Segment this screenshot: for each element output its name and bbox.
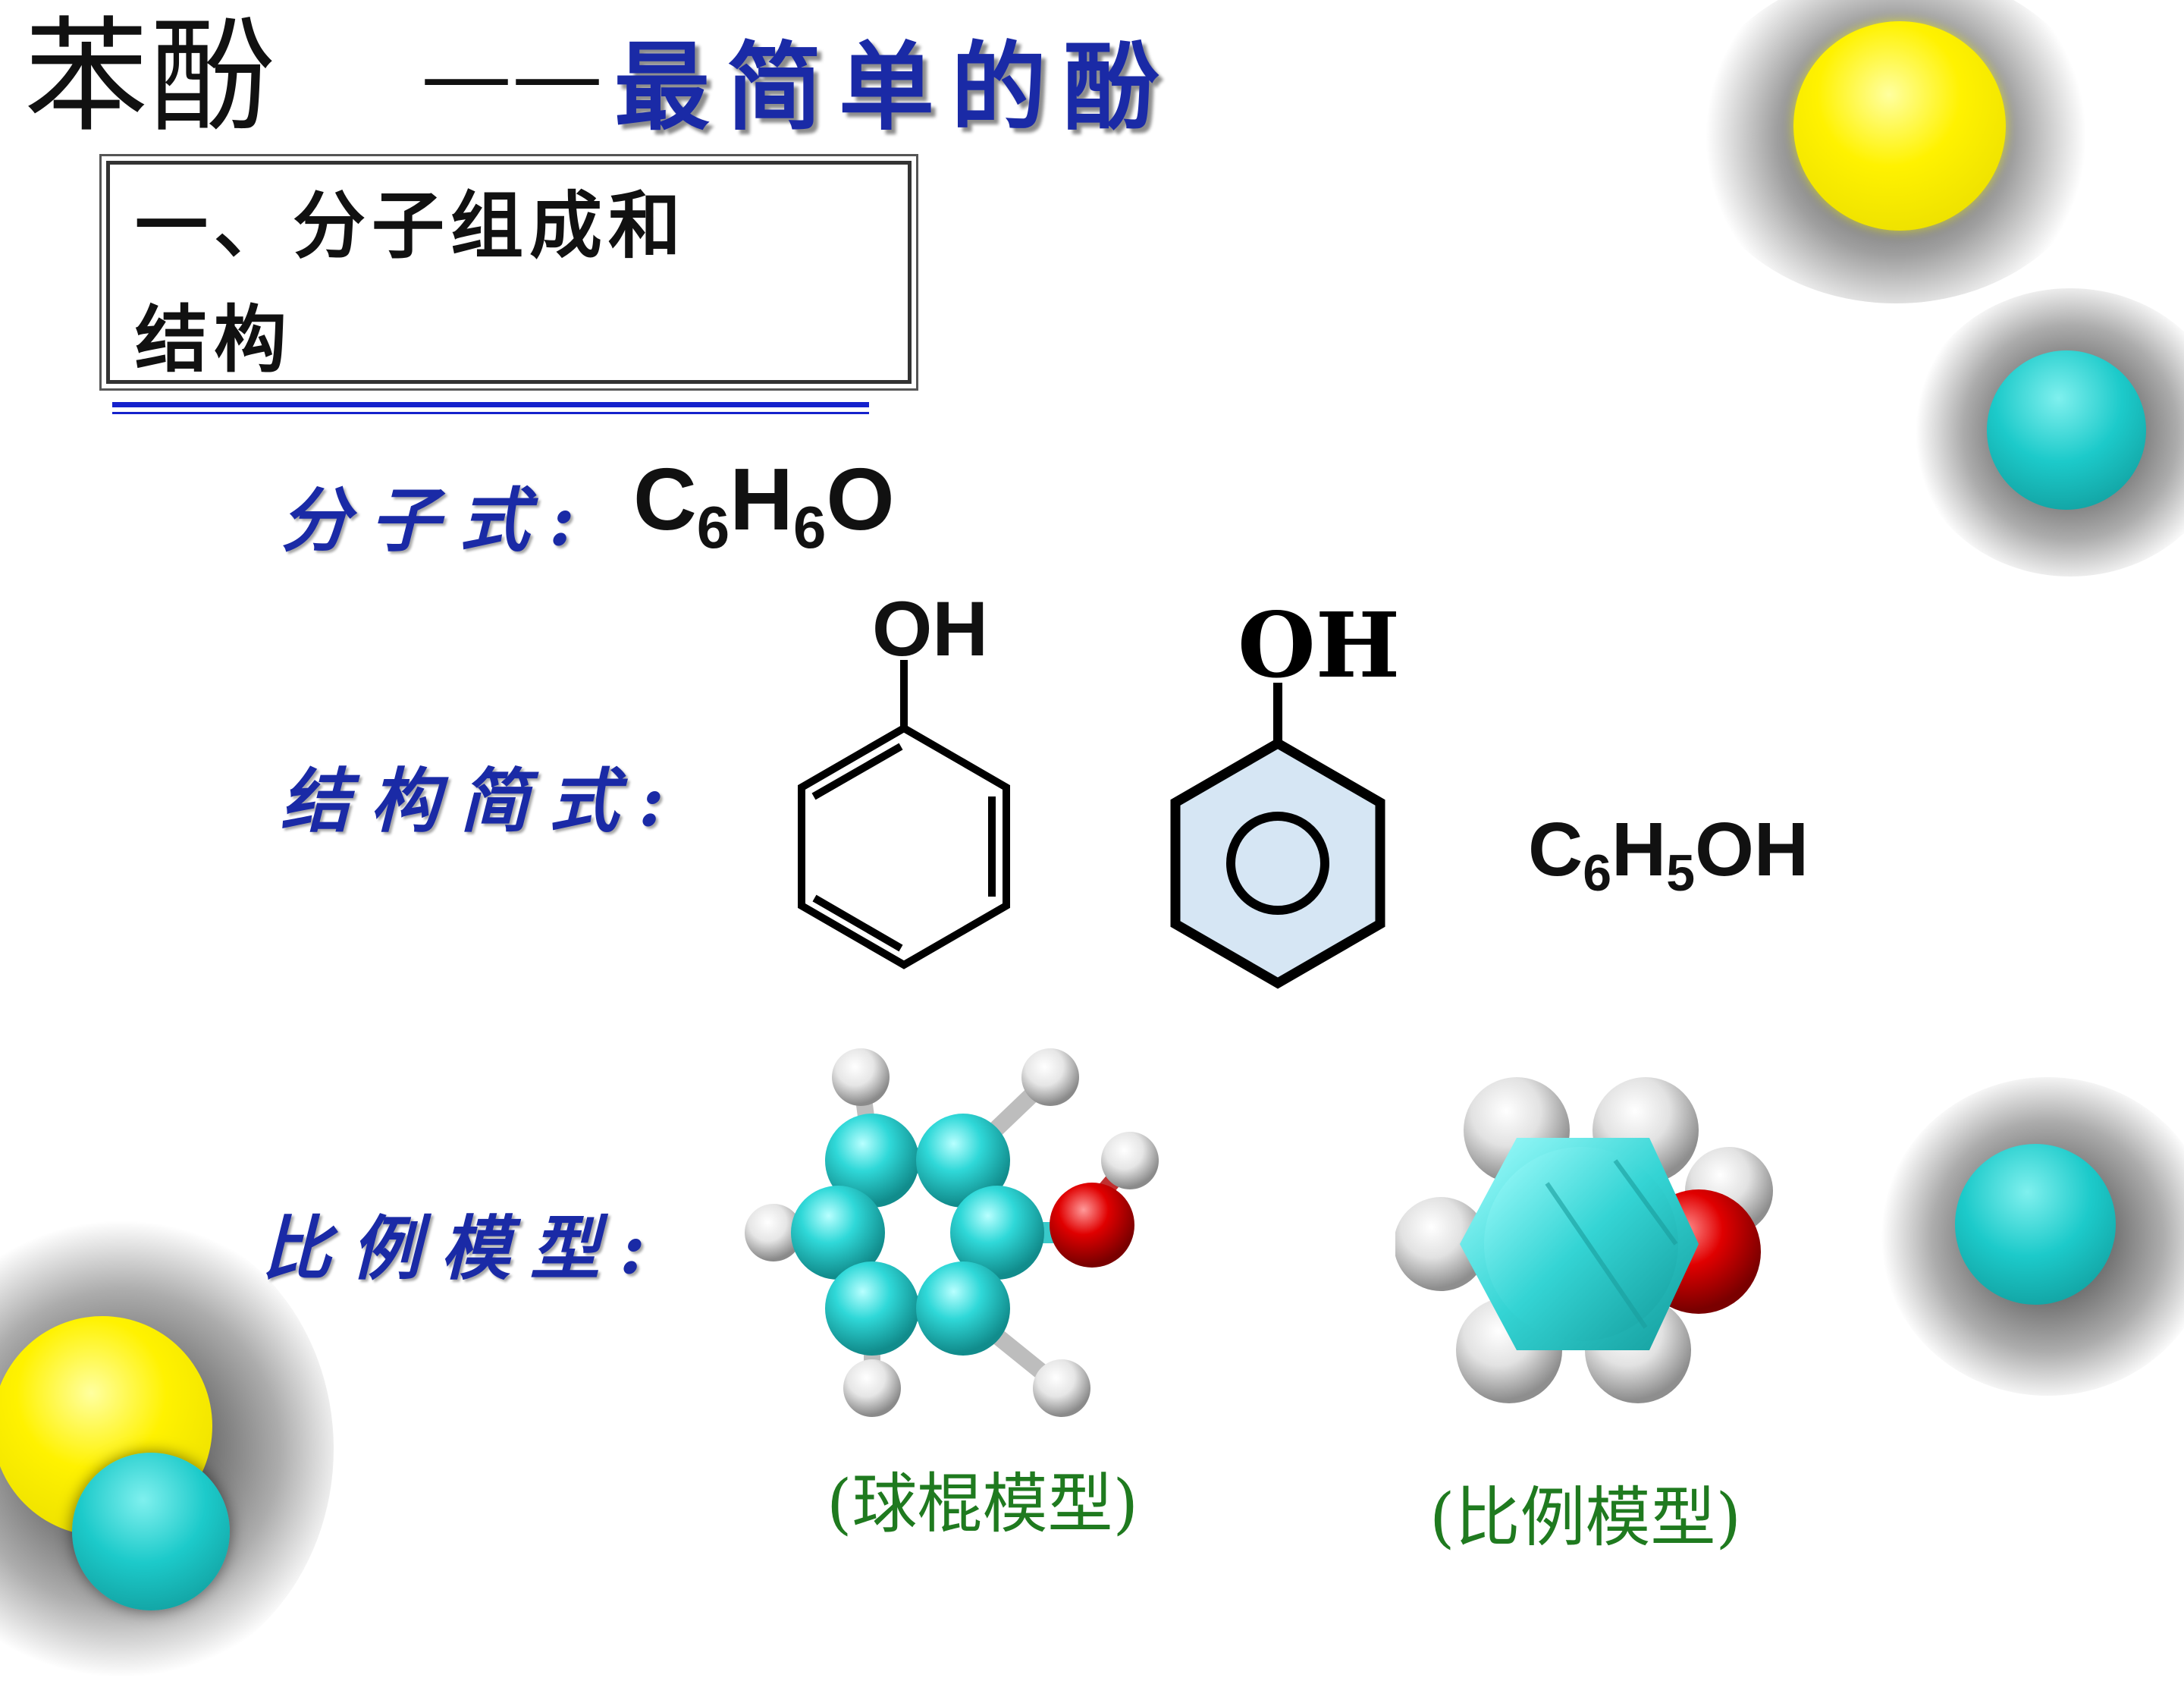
- section-heading-box: [99, 154, 918, 391]
- molecular-formula-label: 分子式:: [281, 479, 595, 561]
- deco-yellow-orb-top: [1793, 21, 2006, 231]
- deco-teal-orb-right-upper: [1987, 350, 2146, 510]
- section-heading-line2: 结构: [135, 297, 293, 382]
- aromatic-benzene-ring: [1170, 683, 1385, 989]
- ball-and-stick-model: [745, 1048, 1159, 1417]
- section-underline-thin: [112, 412, 869, 414]
- space-filling-model: [1395, 1077, 1773, 1403]
- space-filling-caption: (比例模型): [1429, 1480, 1742, 1556]
- page-title: 苯酚: [24, 5, 277, 149]
- section-underline: [112, 402, 869, 407]
- deco-teal-orb-right-lower: [1955, 1144, 2116, 1305]
- section-heading-line1: 一、分子组成和: [135, 183, 687, 269]
- title-dash: ——: [421, 23, 603, 128]
- ball-and-stick-caption: (球棍模型): [827, 1466, 1139, 1542]
- structural-formula-label: 结构简式:: [281, 760, 684, 842]
- circle-ring-oh-label: OH: [1238, 592, 1401, 698]
- kekule-benzene-ring: [798, 660, 1010, 969]
- kekule-oh-label: OH: [872, 586, 988, 672]
- page-subtitle: 最简单的酚: [614, 31, 1175, 143]
- deco-teal-orb-bottom-left: [72, 1453, 230, 1610]
- model-label: 比例模型:: [262, 1208, 665, 1290]
- molecular-formula: C6H6O: [633, 450, 895, 561]
- condensed-formula: C6H5OH: [1528, 807, 1809, 902]
